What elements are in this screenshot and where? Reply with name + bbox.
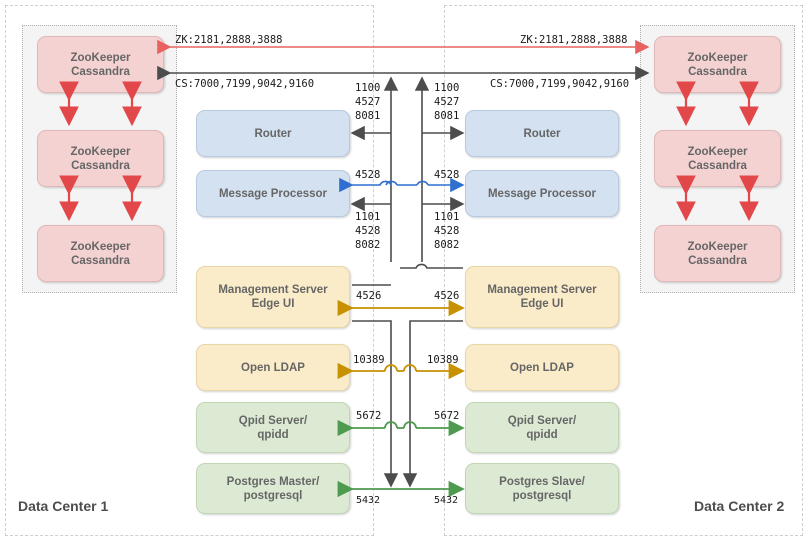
node-label-line: Cassandra (71, 159, 130, 172)
label-qpid-right-5672: 5672 (434, 410, 460, 422)
label-cs-ports-right: CS:7000,7199,9042,9160 (490, 78, 630, 90)
label-mgmt-left-4526: 4526 (356, 290, 382, 302)
label-postgres-left-5432: 5432 (356, 495, 381, 506)
label-zk-ports-right: ZK:2181,2888,3888 (520, 34, 628, 46)
label-mp-left-4528: 4528 (355, 169, 381, 181)
label-zk-ports-left: ZK:2181,2888,3888 (175, 34, 283, 46)
label-router-right-4527: 4527 (434, 96, 460, 108)
label-mp-right-4528: 4528 (434, 169, 460, 181)
node-right-qpid-server[interactable]: Qpid Server/ qpidd (465, 402, 619, 453)
node-label-line: ZooKeeper (70, 51, 131, 64)
node-left-open-ldap[interactable]: Open LDAP (196, 344, 350, 391)
label-mp-left-8082: 8082 (355, 239, 381, 251)
node-right-postgres-slave[interactable]: Postgres Slave/ postgresql (465, 463, 619, 514)
node-label-line: ZooKeeper (687, 51, 748, 64)
edge-ldap-hop-2 (403, 364, 417, 372)
edge-qpid-hop-2 (403, 421, 417, 429)
node-label-line: ZooKeeper (70, 240, 131, 253)
label-ldap-left-10389: 10389 (353, 354, 385, 366)
node-label-line: Message Processor (487, 187, 597, 200)
node-label-line: Postgres Slave/ (499, 475, 585, 488)
label-mp-right-8082: 8082 (434, 239, 460, 251)
label-mgmt-right-4526: 4526 (434, 290, 460, 302)
label-mp-right-1101: 1101 (434, 211, 460, 223)
edge-ldap-hop-1 (384, 364, 398, 372)
node-label-line: Management Server (487, 284, 597, 296)
node-label-line: ZooKeeper (70, 145, 131, 158)
node-right-router[interactable]: Router (465, 110, 619, 157)
label-router-right-1100: 1100 (434, 82, 460, 94)
node-left-router[interactable]: Router (196, 110, 350, 157)
node-label-line: Open LDAP (241, 361, 305, 374)
node-label-line: ZooKeeper (687, 145, 748, 158)
label-mp-left-4528b: 4528 (355, 225, 381, 237)
node-left-zk-cassandra-1[interactable]: ZooKeeper Cassandra (37, 36, 164, 93)
datacenter-2-label: Data Center 2 (694, 498, 785, 514)
node-left-postgres-master[interactable]: Postgres Master/ postgresql (196, 463, 350, 514)
label-cs-ports-left: CS:7000,7199,9042,9160 (175, 78, 315, 90)
node-label-line: qpidd (526, 428, 558, 441)
node-right-zk-cassandra-1[interactable]: ZooKeeper Cassandra (654, 36, 781, 93)
node-label-line: Edge UI (520, 298, 564, 310)
label-router-left-8081: 8081 (355, 110, 381, 122)
datacenter-1-frame (5, 5, 374, 536)
node-left-zk-cassandra-3[interactable]: ZooKeeper Cassandra (37, 225, 164, 282)
node-label-line: Qpid Server/ (238, 414, 308, 427)
node-label-line: Postgres Master/ (226, 475, 320, 488)
node-label-line: Cassandra (71, 254, 130, 267)
node-label-line: Open LDAP (510, 361, 574, 374)
node-right-open-ldap[interactable]: Open LDAP (465, 344, 619, 391)
label-router-left-1100: 1100 (355, 82, 381, 94)
label-postgres-right-5432: 5432 (434, 495, 459, 506)
node-label-line: postgresql (512, 489, 572, 502)
node-right-message-processor[interactable]: Message Processor (465, 170, 619, 217)
edge-qpid-hop-1 (384, 421, 398, 429)
node-left-zk-cassandra-2[interactable]: ZooKeeper Cassandra (37, 130, 164, 187)
node-label-line: qpidd (257, 428, 289, 441)
datacenter-1-label: Data Center 1 (18, 498, 109, 514)
node-right-zk-cassandra-2[interactable]: ZooKeeper Cassandra (654, 130, 781, 187)
node-label-line: Message Processor (218, 187, 328, 200)
node-label-line: Cassandra (71, 65, 130, 78)
node-label-line: postgresql (243, 489, 303, 502)
node-left-qpid-server[interactable]: Qpid Server/ qpidd (196, 402, 350, 453)
label-qpid-left-5672: 5672 (356, 410, 382, 422)
label-router-right-8081: 8081 (434, 110, 460, 122)
node-label-line: Management Server (218, 284, 328, 296)
node-left-management-server[interactable]: Management Server Edge UI (196, 266, 350, 328)
node-label-line: Router (523, 127, 561, 140)
edge-mp-4528-bridge2 (416, 180, 429, 186)
node-right-management-server[interactable]: Management Server Edge UI (465, 266, 619, 328)
edge-mp-4528-bridge (385, 180, 398, 186)
node-label-line: Cassandra (688, 254, 747, 267)
node-label-line: Qpid Server/ (507, 414, 577, 427)
node-left-message-processor[interactable]: Message Processor (196, 170, 350, 217)
node-label-line: ZooKeeper (687, 240, 748, 253)
node-label-line: Cassandra (688, 65, 747, 78)
label-mp-right-4528b: 4528 (434, 225, 460, 237)
node-label-line: Router (254, 127, 292, 140)
node-label-line: Cassandra (688, 159, 747, 172)
datacenter-2-frame (444, 5, 803, 536)
label-router-left-4527: 4527 (355, 96, 381, 108)
label-mp-left-1101: 1101 (355, 211, 381, 223)
node-label-line: Edge UI (251, 298, 295, 310)
label-ldap-right-10389: 10389 (427, 354, 459, 366)
node-right-zk-cassandra-3[interactable]: ZooKeeper Cassandra (654, 225, 781, 282)
